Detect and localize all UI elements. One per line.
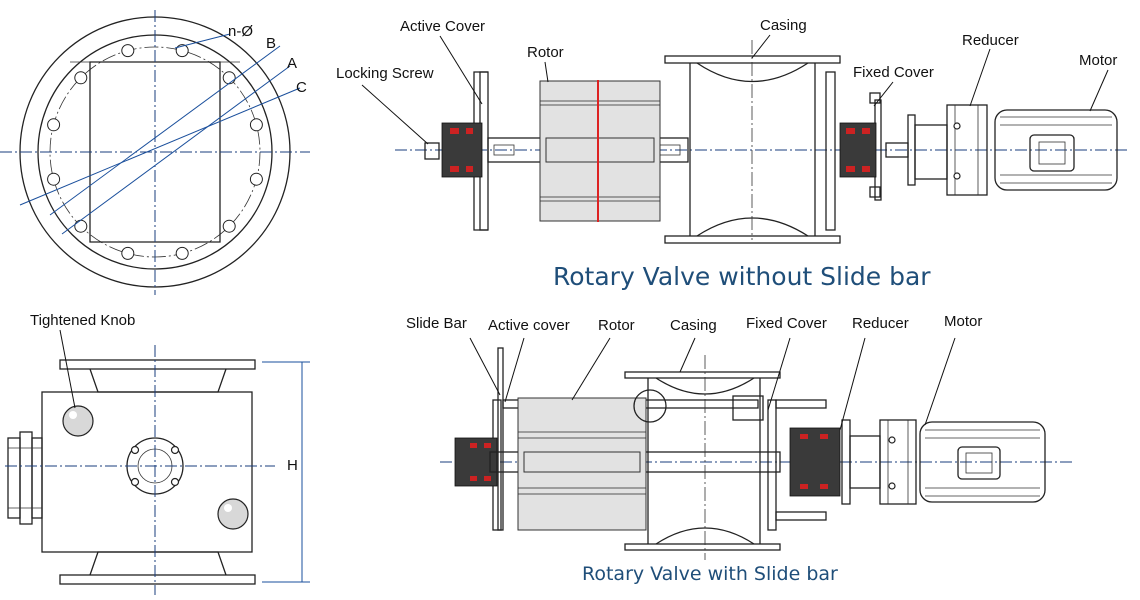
label-reducer-bottom: Reducer	[852, 315, 909, 332]
label-motor-bottom: Motor	[944, 313, 982, 330]
dim-n-phi: n-Ø	[228, 23, 253, 40]
label-casing-bottom: Casing	[670, 317, 717, 334]
flange-bolt-hole-icon	[74, 219, 88, 233]
tightened-knob-ball-icon-2	[217, 498, 249, 530]
title-without-slide-bar: Rotary Valve without Slide bar	[553, 262, 931, 291]
label-slide-bar: Slide Bar	[406, 315, 467, 332]
bottom-assembly: Slide Bar Active cover Rotor Casing Fixe…	[406, 313, 1075, 585]
side-view: H Tightened Knob	[5, 312, 310, 595]
flange-bolt-hole-icon	[249, 172, 263, 186]
tightened-knob-ball-icon	[62, 405, 94, 437]
label-fixed-cover-bottom: Fixed Cover	[746, 315, 827, 332]
label-rotor-top: Rotor	[527, 44, 564, 61]
flange-bolt-hole-icon	[47, 172, 61, 186]
flange-bolt-hole-icon	[121, 246, 135, 260]
label-active-cover-top: Active Cover	[400, 18, 485, 35]
motor-terminal-box-icon	[1029, 134, 1075, 172]
dim-h: H	[287, 457, 298, 474]
flange-view: n-Ø B A C	[0, 10, 310, 295]
flange-bolt-hole-icon	[121, 44, 135, 58]
top-assembly: Active Cover Rotor Casing Reducer Motor …	[336, 17, 1130, 291]
label-fixed-cover-top: Fixed Cover	[853, 64, 934, 81]
label-rotor-bottom: Rotor	[598, 317, 635, 334]
flange-bolt-hole-icon	[175, 246, 189, 260]
dim-a: A	[287, 55, 297, 72]
flange-bolt-hole-icon	[47, 118, 61, 132]
flange-bolt-hole-icon	[249, 118, 263, 132]
label-reducer-top: Reducer	[962, 32, 1019, 49]
label-locking-screw: Locking Screw	[336, 65, 434, 82]
motor-terminal-box-icon-2	[957, 446, 1001, 480]
locking-screw-knob-icon	[424, 142, 440, 160]
label-active-cover-bottom: Active cover	[488, 317, 570, 334]
label-casing-top: Casing	[760, 17, 807, 34]
dim-b: B	[266, 35, 276, 52]
flange-bolt-hole-icon	[175, 44, 189, 58]
flange-bolt-hole-icon	[222, 71, 236, 85]
label-tightened-knob: Tightened Knob	[30, 312, 135, 329]
label-motor-top: Motor	[1079, 52, 1117, 69]
title-with-slide-bar: Rotary Valve with Slide bar	[582, 563, 838, 585]
dim-c: C	[296, 79, 307, 96]
flange-bolt-hole-icon	[222, 219, 236, 233]
flange-bolt-hole-icon	[74, 71, 88, 85]
